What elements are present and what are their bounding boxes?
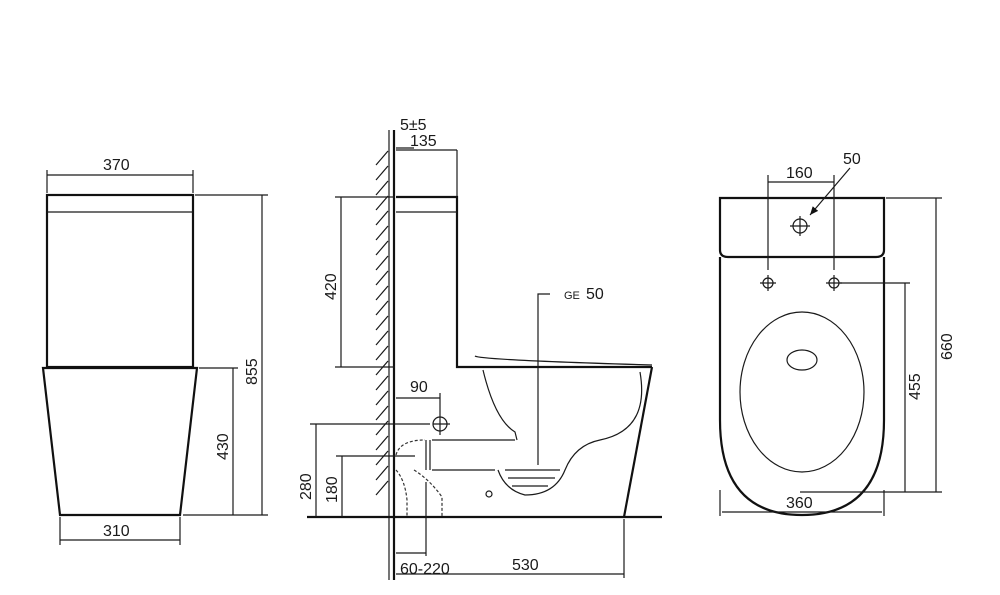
- dim-90: 90: [410, 379, 428, 396]
- front-view: 370 855 430 310: [41, 157, 268, 545]
- seat-opening: [739, 311, 865, 473]
- wall-hatch: [375, 150, 389, 496]
- dim-430: 430: [215, 433, 232, 460]
- bowl-top: [718, 257, 886, 517]
- dim-280: 280: [298, 473, 315, 500]
- dim-135: 135: [410, 133, 437, 150]
- dim-180: 180: [324, 476, 341, 503]
- dim-60-220: 60-220: [400, 561, 450, 578]
- dim-360: 360: [786, 495, 813, 512]
- dim-5pm5: 5±5: [400, 117, 427, 134]
- top-view: 50 160 660 455 360: [718, 151, 956, 517]
- dim-530: 530: [512, 557, 539, 574]
- outlet-label-value: 50: [586, 286, 604, 303]
- dim-160: 160: [786, 165, 813, 182]
- dim-420: 420: [323, 273, 340, 300]
- drain-hole: [786, 349, 818, 371]
- tank-side: [396, 195, 652, 369]
- side-view: 135 5±5 420 90 280 180 60-220 530 GE 50: [298, 117, 662, 580]
- dim-50: 50: [843, 151, 861, 168]
- dim-310: 310: [103, 523, 130, 540]
- dim-660: 660: [939, 333, 956, 360]
- outlet-label-prefix: GE: [564, 290, 580, 302]
- tank-front: [45, 193, 195, 369]
- dim-455: 455: [907, 373, 924, 400]
- tank-top: [718, 196, 886, 259]
- dim-855: 855: [244, 358, 261, 385]
- bowl-front-side: [622, 366, 654, 518]
- dim-370: 370: [103, 157, 130, 174]
- bowl-front: [41, 366, 199, 517]
